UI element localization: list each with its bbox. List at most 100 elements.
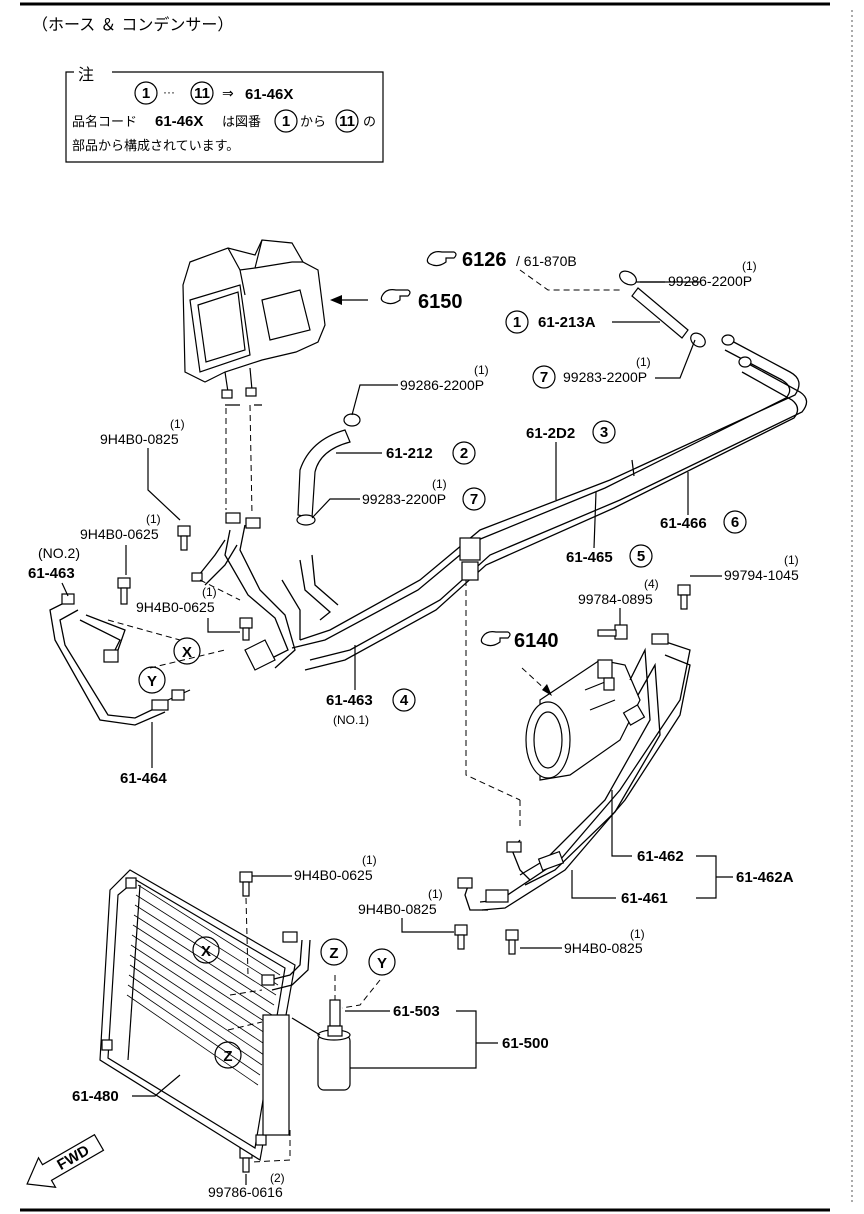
label-9H4B0-0825-c: 9H4B0-0825: [564, 940, 643, 956]
bracket-61-462A: [696, 855, 717, 899]
leader-99283-mid: [311, 498, 360, 519]
leader-61-463-no2: [61, 582, 69, 597]
compressor: [525, 659, 641, 781]
ref-6126-sub: / 61-870B: [516, 253, 577, 269]
circle-7b: [462, 487, 486, 511]
q-9H4B0-0625-b: (1): [202, 585, 217, 599]
bracket-61-500: [350, 1010, 477, 1069]
receiver-drier: [291, 999, 351, 1091]
label-61-2D2: 61-2D2: [526, 425, 575, 442]
leader-61-461: [571, 870, 616, 899]
q-9H4B0-0825-c: (1): [630, 927, 645, 941]
pipes-left: [194, 512, 339, 671]
leader-61-462: [611, 790, 632, 857]
dash-bolt: [199, 579, 241, 601]
label-61-503: 61-503: [393, 1003, 440, 1020]
q-9H4B0-0825-a: (1): [170, 417, 185, 431]
circle-7a-num: 7: [540, 369, 548, 386]
label-61-463-no1: 61-463: [326, 692, 373, 709]
circle-1-num: 1: [513, 314, 521, 331]
note-line3: 部品から構成されています。: [72, 139, 239, 154]
circle-Y: [138, 666, 166, 694]
circle-6-num: 6: [731, 514, 739, 531]
evaporator-unit: [182, 239, 326, 406]
circle-Y2-letter: Y: [377, 955, 387, 972]
hoses-61-462A: [457, 633, 691, 911]
q-99283-mid: (1): [432, 477, 447, 491]
label-61-466: 61-466: [660, 515, 707, 532]
q-99794: (1): [784, 553, 799, 567]
arrow-6150: [330, 295, 342, 305]
condenser: [99, 869, 311, 1161]
note-line2-code: 61-46X: [155, 113, 203, 130]
ref-6126: 6126 / 61-870B: [426, 249, 620, 291]
circle-X2-letter: X: [201, 943, 211, 960]
circle-6: [723, 510, 747, 534]
ref-6150-label: 6150: [418, 291, 463, 313]
circle-Z-letter: Z: [329, 945, 338, 962]
note-heading: 注: [78, 65, 94, 84]
label-99794-1045: 99794-1045: [724, 567, 799, 583]
q-99286-top: (1): [742, 259, 757, 273]
ref-6126-label: 6126: [462, 249, 507, 271]
note-arrow: ⇒: [222, 85, 234, 101]
dash-cond-bolt: [245, 897, 249, 976]
dash-y: [149, 649, 226, 669]
note-line2-b: は図番: [222, 115, 261, 130]
leader-9H4B0-0625-b: [207, 618, 240, 633]
label-99286-2200P-mid: 99286-2200P: [400, 377, 484, 393]
circle-X-letter: X: [182, 644, 192, 661]
label-9H4B0-0825-b: 9H4B0-0825: [358, 901, 437, 917]
note-box: 注 1 ··· 11 ⇒ 61-46X 品名コード 61-46X は図番 1 か…: [65, 65, 384, 163]
leader-61-465: [593, 491, 597, 549]
page-title: （ホース ＆ コンデンサー）: [32, 15, 233, 34]
q-99784: (4): [644, 577, 659, 591]
circle-7b-num: 7: [470, 491, 478, 508]
circle-3-num: 3: [600, 424, 608, 441]
label-61-462A: 61-462A: [736, 869, 794, 886]
circle-Z2-letter: Z: [223, 1048, 232, 1065]
leader-9H4B0-0825-b: [401, 918, 454, 933]
label-61-212: 61-212: [386, 445, 433, 462]
circle-Z: [320, 938, 348, 966]
circle-1: [505, 310, 529, 334]
circle-5-num: 5: [637, 548, 645, 565]
label-61-500: 61-500: [502, 1035, 549, 1052]
hose-61-212: [296, 413, 361, 526]
dash-cond-bottom: [251, 1130, 291, 1163]
label-99286-2200P-top: 99286-2200P: [668, 273, 752, 289]
label-9H4B0-0825-a: 9H4B0-0825: [100, 431, 179, 447]
note-line2-d: の: [363, 115, 376, 130]
leader-99283-top: [655, 339, 696, 379]
circle-Z2: [214, 1041, 242, 1069]
q-99283-top: (1): [636, 355, 651, 369]
note-range-sep: ···: [163, 85, 175, 99]
note-assembly: 61-46X: [245, 86, 293, 103]
label-61-463-no2: 61-463: [28, 565, 75, 582]
dash-cond-x: [229, 989, 263, 996]
ref-6150: 6150: [380, 289, 463, 313]
note-range-end: 11: [194, 85, 210, 102]
label-9H4B0-0625-a: 9H4B0-0625: [80, 526, 159, 542]
circle-3: [592, 420, 616, 444]
q-99286-mid: (1): [474, 363, 489, 377]
leader-99286-mid: [351, 384, 398, 416]
circle-4-num: 4: [400, 692, 409, 709]
hose-61-213A: [619, 270, 706, 348]
label-99283-2200P-top: 99283-2200P: [563, 369, 647, 385]
label-99283-2200P-mid: 99283-2200P: [362, 491, 446, 507]
circle-2: [452, 441, 476, 465]
label-no2: (NO.2): [38, 545, 80, 561]
circle-X: [173, 637, 201, 665]
dash-x: [107, 619, 181, 641]
dash-unit-right: [249, 404, 253, 516]
bracket-center: [459, 537, 521, 830]
ref-6140-label: 6140: [514, 630, 559, 652]
label-no1: (NO.1): [333, 713, 369, 727]
label-61-462: 61-462: [637, 848, 684, 865]
label-61-465: 61-465: [566, 549, 613, 566]
dash-drier-y: [341, 979, 381, 1009]
bolts-compressor: [597, 584, 691, 640]
leader-61-480: [132, 1074, 181, 1097]
